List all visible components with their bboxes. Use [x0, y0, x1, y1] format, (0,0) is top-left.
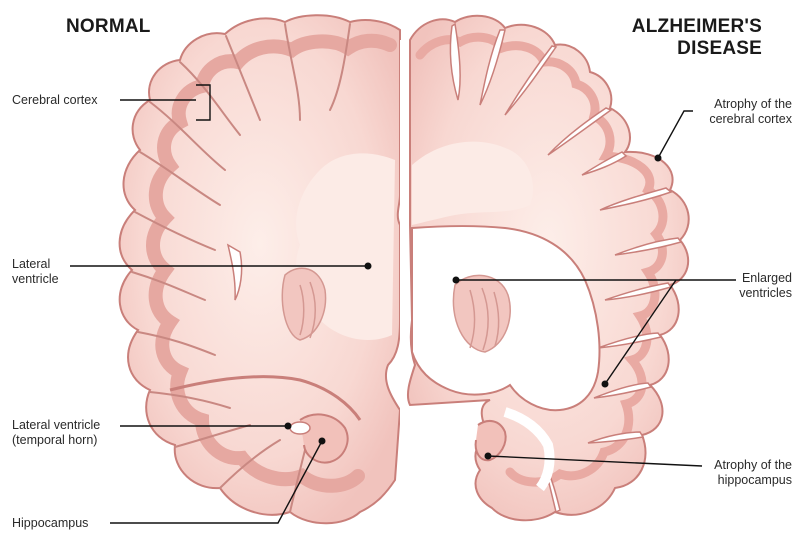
dot-atrophy-hippo [485, 453, 492, 460]
normal-temporal-horn [290, 422, 310, 434]
normal-hemisphere [120, 15, 400, 523]
dot-enlarged-ventricle-a [453, 277, 460, 284]
label-temporal-horn: Lateral ventricle (temporal horn) [12, 418, 100, 448]
label-enlarged-ventricles: Enlarged ventricles [739, 271, 792, 301]
alzheimers-hemisphere [408, 16, 689, 521]
label-atrophy-hippo-line2: hippocampus [714, 473, 792, 488]
label-lateral-ventricle: Lateral ventricle [12, 257, 59, 287]
atrophy-cortex-leader [658, 111, 693, 158]
heading-alzheimers-line1: ALZHEIMER'S [602, 16, 762, 38]
label-lateral-ventricle-line2: ventricle [12, 272, 59, 287]
dot-lateral-ventricle [365, 263, 372, 270]
label-atrophy-hippocampus: Atrophy of the hippocampus [714, 458, 792, 488]
label-cerebral-cortex: Cerebral cortex [12, 93, 97, 108]
label-temporal-horn-line1: Lateral ventricle [12, 418, 100, 433]
label-atrophy-cortex-line1: Atrophy of the [709, 97, 792, 112]
label-enlarged-line2: ventricles [739, 286, 792, 301]
dot-atrophy-cortex [655, 155, 662, 162]
label-temporal-horn-line2: (temporal horn) [12, 433, 100, 448]
heading-alzheimers: ALZHEIMER'S DISEASE [602, 16, 762, 60]
dot-hippocampus [319, 438, 326, 445]
label-lateral-ventricle-line1: Lateral [12, 257, 59, 272]
heading-alzheimers-line2: DISEASE [602, 38, 762, 60]
label-enlarged-line1: Enlarged [739, 271, 792, 286]
label-atrophy-cortex: Atrophy of the cerebral cortex [709, 97, 792, 127]
label-hippocampus: Hippocampus [12, 516, 88, 531]
label-atrophy-hippo-line1: Atrophy of the [714, 458, 792, 473]
dot-temporal-horn [285, 423, 292, 430]
heading-normal: NORMAL [66, 16, 151, 38]
label-atrophy-cortex-line2: cerebral cortex [709, 112, 792, 127]
dot-enlarged-ventricle-b [602, 381, 609, 388]
